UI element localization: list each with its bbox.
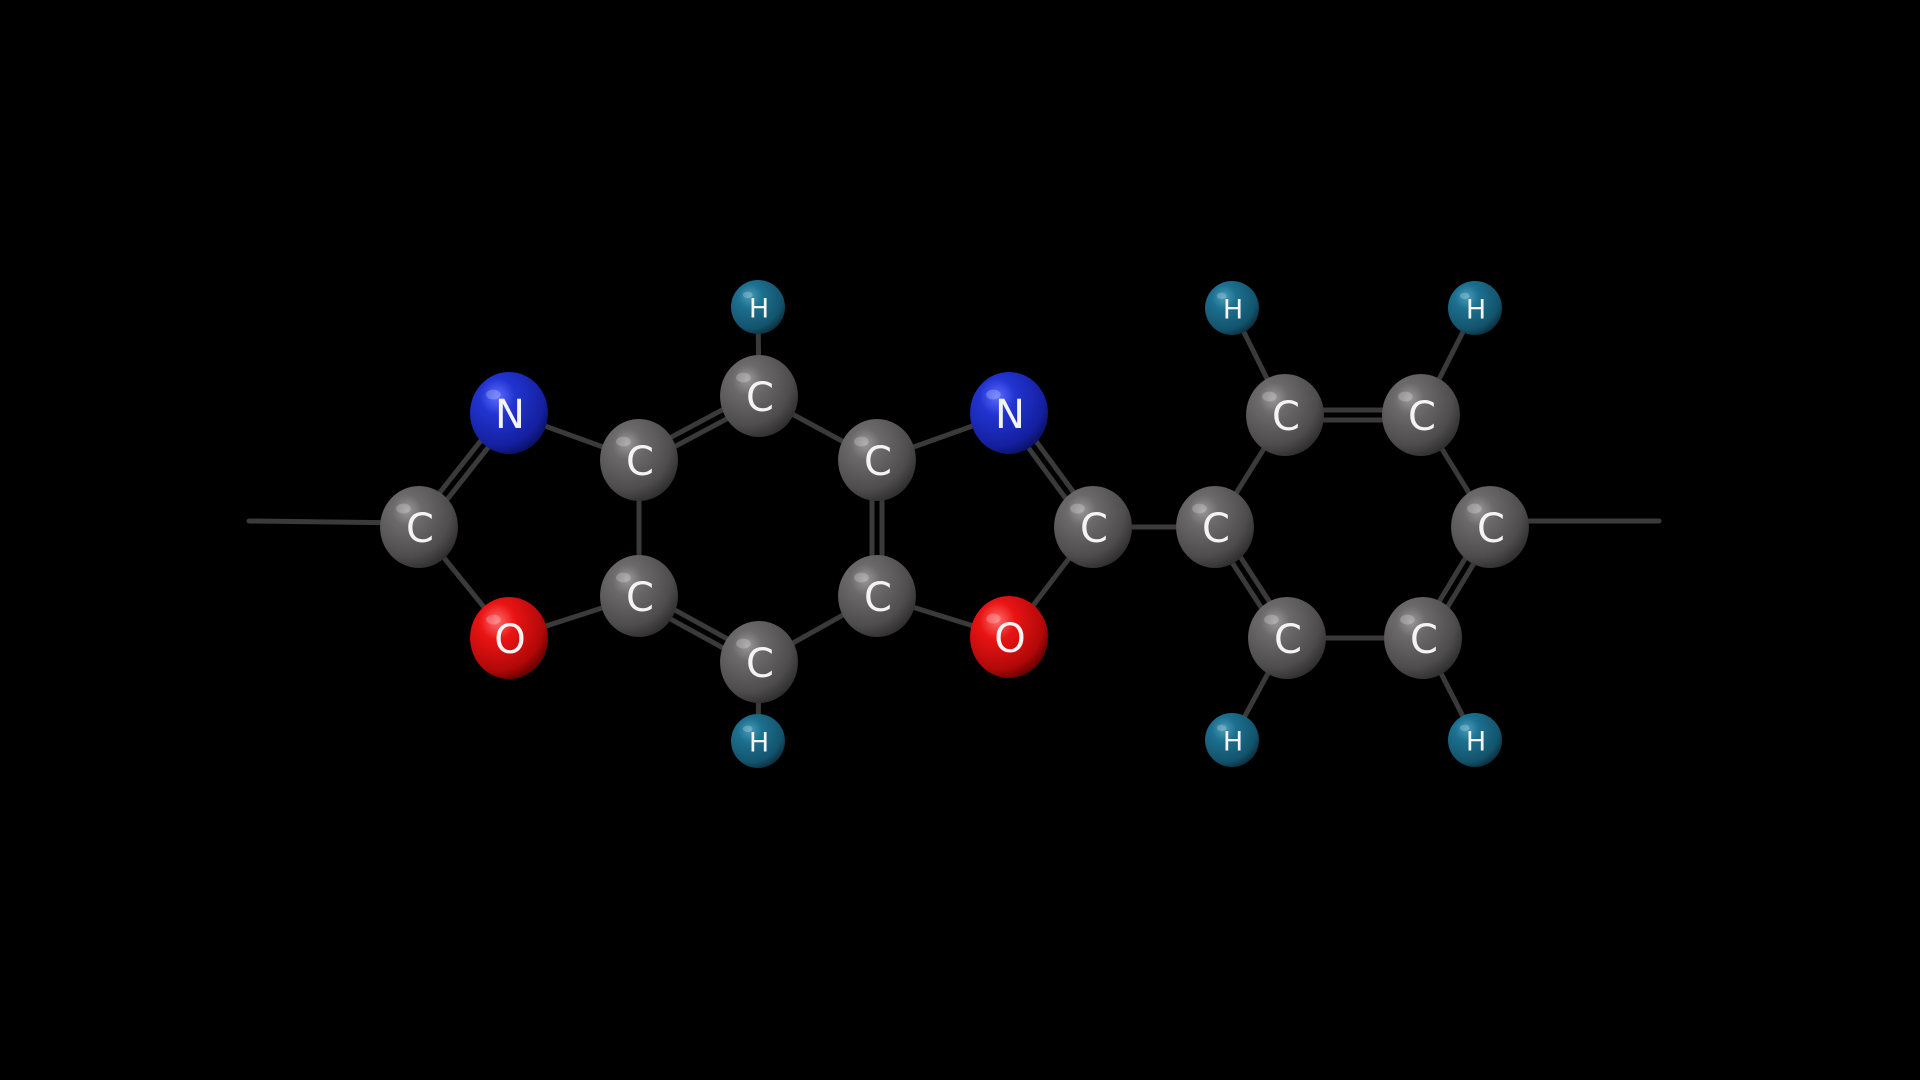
atom-label: H xyxy=(749,294,769,325)
carbon-sphere-icon xyxy=(380,486,458,568)
atom-label: C xyxy=(626,575,654,621)
carbon-sphere-icon xyxy=(720,621,798,703)
atom-label: C xyxy=(746,375,774,421)
atom-nitrogen: N xyxy=(970,372,1048,454)
atom-label: C xyxy=(1274,617,1302,663)
atom-label: C xyxy=(1202,506,1230,552)
carbon-sphere-icon xyxy=(1384,597,1462,679)
terminal-bond-stubs xyxy=(246,518,1662,526)
carbon-sphere-icon xyxy=(1382,374,1460,456)
atom-carbon: C xyxy=(1384,597,1462,679)
atom-hydrogen: H xyxy=(1205,281,1259,335)
atom-label: O xyxy=(994,616,1025,662)
atom-label: C xyxy=(1477,506,1505,552)
atom-label: H xyxy=(749,728,769,759)
carbon-sphere-icon xyxy=(1451,486,1529,568)
carbon-sphere-icon xyxy=(600,555,678,637)
atom-label: N xyxy=(995,392,1025,438)
atom-carbon: C xyxy=(1246,374,1324,456)
atom-label: O xyxy=(494,617,525,663)
hydrogen-sphere-icon xyxy=(1448,713,1502,767)
atom-carbon: C xyxy=(380,486,458,568)
oxygen-sphere-icon xyxy=(970,596,1048,678)
atom-label: H xyxy=(1466,727,1486,758)
carbon-sphere-icon xyxy=(1248,597,1326,679)
atom-label: N xyxy=(495,392,525,438)
atom-carbon: C xyxy=(720,355,798,437)
atom-carbon: C xyxy=(1248,597,1326,679)
atom-nitrogen: N xyxy=(470,372,548,454)
atom-label: C xyxy=(746,641,774,687)
carbon-sphere-icon xyxy=(600,419,678,501)
atom-oxygen: O xyxy=(470,597,548,679)
hydrogen-sphere-icon xyxy=(731,714,785,768)
carbon-sphere-icon xyxy=(1054,486,1132,568)
atom-carbon: C xyxy=(1054,486,1132,568)
atom-hydrogen: H xyxy=(1448,281,1502,335)
atom-hydrogen: H xyxy=(1448,713,1502,767)
hydrogen-sphere-icon xyxy=(1205,713,1259,767)
atom-label: C xyxy=(626,439,654,485)
nitrogen-sphere-icon xyxy=(470,372,548,454)
atom-label: C xyxy=(1272,394,1300,440)
carbon-sphere-icon xyxy=(838,419,916,501)
atom-label: C xyxy=(864,575,892,621)
atom-label: H xyxy=(1223,727,1243,758)
atom-hydrogen: H xyxy=(731,714,785,768)
atom-carbon: C xyxy=(720,621,798,703)
atom-label: C xyxy=(864,439,892,485)
atom-label: H xyxy=(1223,295,1243,326)
atom-carbon: C xyxy=(838,555,916,637)
oxygen-sphere-icon xyxy=(470,597,548,679)
atom-carbon: C xyxy=(1176,486,1254,568)
hydrogen-sphere-icon xyxy=(731,280,785,334)
carbon-sphere-icon xyxy=(838,555,916,637)
atom-carbon: C xyxy=(838,419,916,501)
atom-carbon: C xyxy=(1451,486,1529,568)
atoms-layer: C N O C C C C H H C C N O C C C C C C C H H H H xyxy=(380,280,1529,768)
atom-label: C xyxy=(1410,617,1438,663)
nitrogen-sphere-icon xyxy=(970,372,1048,454)
atom-label: H xyxy=(1466,295,1486,326)
hydrogen-sphere-icon xyxy=(1448,281,1502,335)
atom-hydrogen: H xyxy=(1205,713,1259,767)
atom-hydrogen: H xyxy=(731,280,785,334)
atom-carbon: C xyxy=(600,555,678,637)
atom-oxygen: O xyxy=(970,596,1048,678)
bonds-layer xyxy=(412,304,1497,744)
hydrogen-sphere-icon xyxy=(1205,281,1259,335)
atom-label: C xyxy=(1408,394,1436,440)
carbon-sphere-icon xyxy=(720,355,798,437)
atom-carbon: C xyxy=(1382,374,1460,456)
carbon-sphere-icon xyxy=(1176,486,1254,568)
atom-label: C xyxy=(1080,506,1108,552)
carbon-sphere-icon xyxy=(1246,374,1324,456)
atom-label: C xyxy=(406,506,434,552)
atom-carbon: C xyxy=(600,419,678,501)
